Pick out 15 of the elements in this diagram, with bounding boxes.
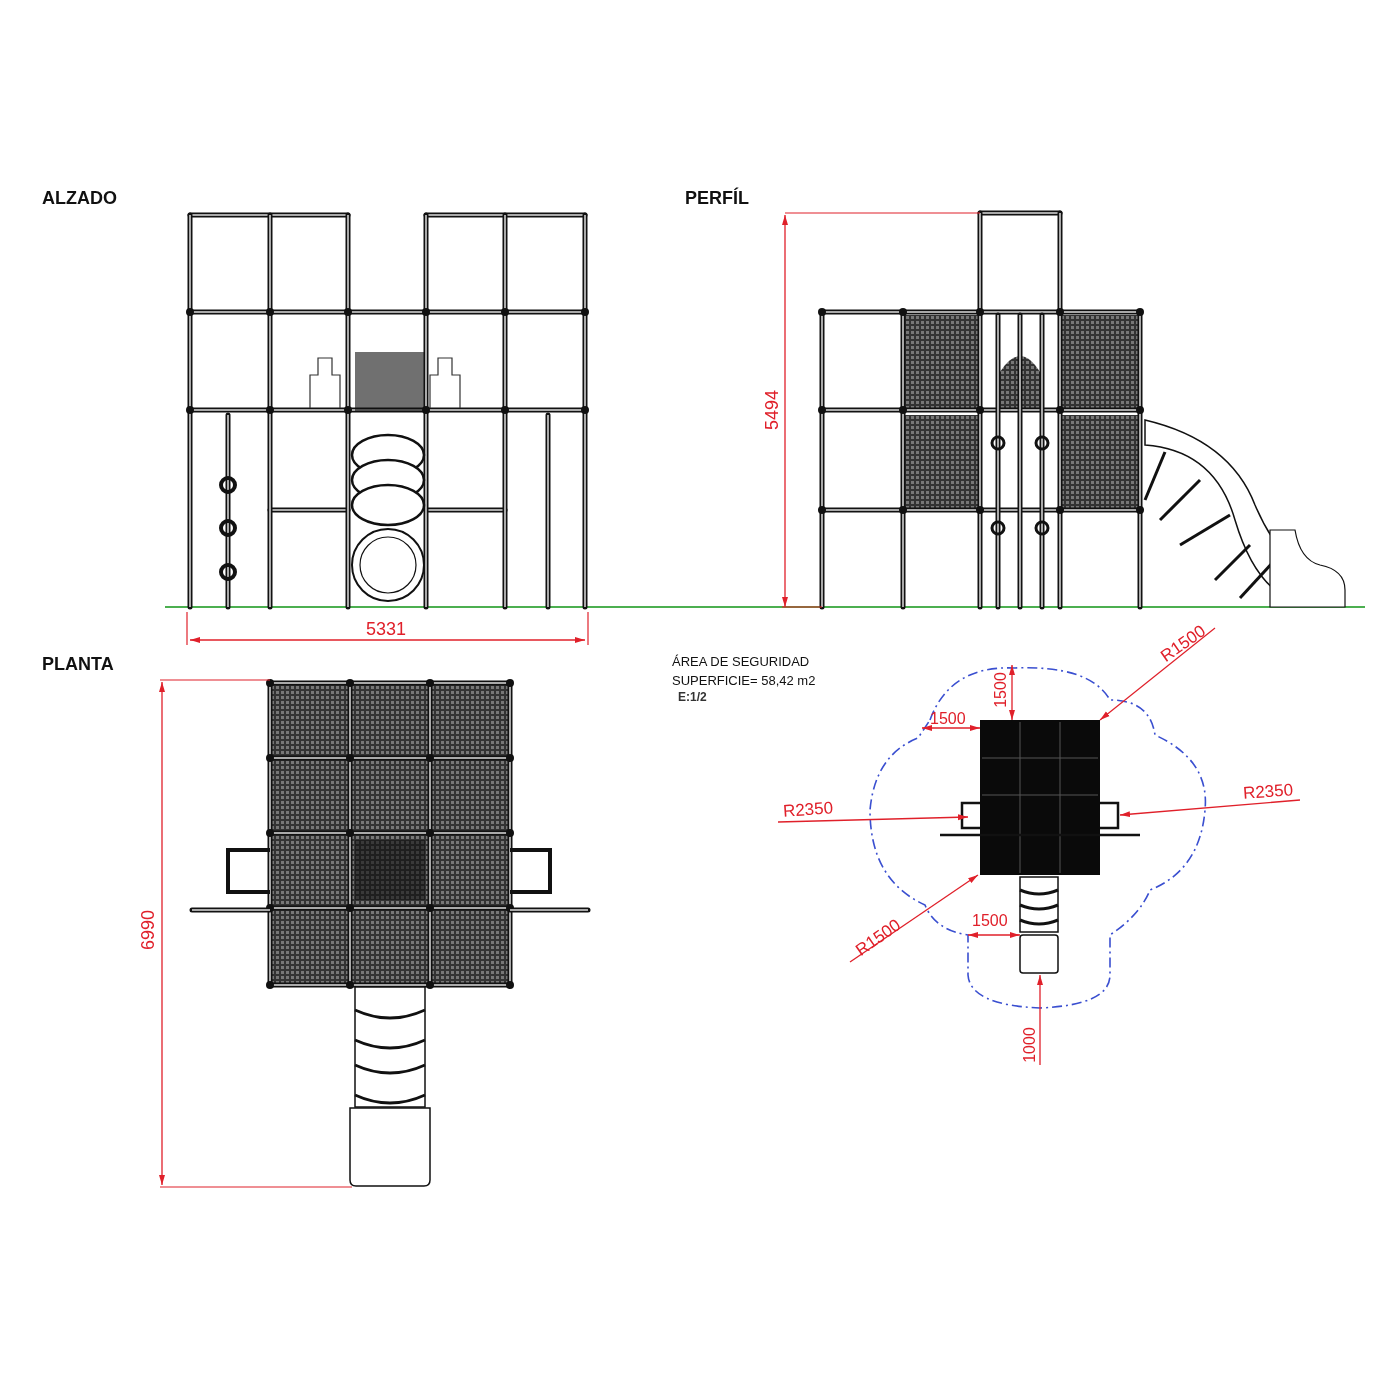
note-text: SUPERFICIE= 58,42 m2 <box>672 674 816 687</box>
note-text: ÁREA DE SEGURIDAD <box>672 655 810 668</box>
dimension-label: 5331 <box>366 620 407 638</box>
dimension-label: R2350 <box>1242 780 1294 802</box>
dimension-label: 1500 <box>972 913 1008 929</box>
dimension-label: 1000 <box>1021 1027 1038 1063</box>
view-title: ALZADO <box>42 189 117 207</box>
view-title: PLANTA <box>42 655 114 673</box>
dimension-label: 5494 <box>763 390 781 430</box>
dimension-label: 1500 <box>930 711 966 727</box>
dimension-label: R2350 <box>782 798 834 820</box>
view-title: PERFÍL <box>685 189 749 207</box>
dimension-label: 6990 <box>139 910 157 950</box>
scale-label: E:1/2 <box>678 691 707 703</box>
dimension-label: 1500 <box>992 672 1009 708</box>
